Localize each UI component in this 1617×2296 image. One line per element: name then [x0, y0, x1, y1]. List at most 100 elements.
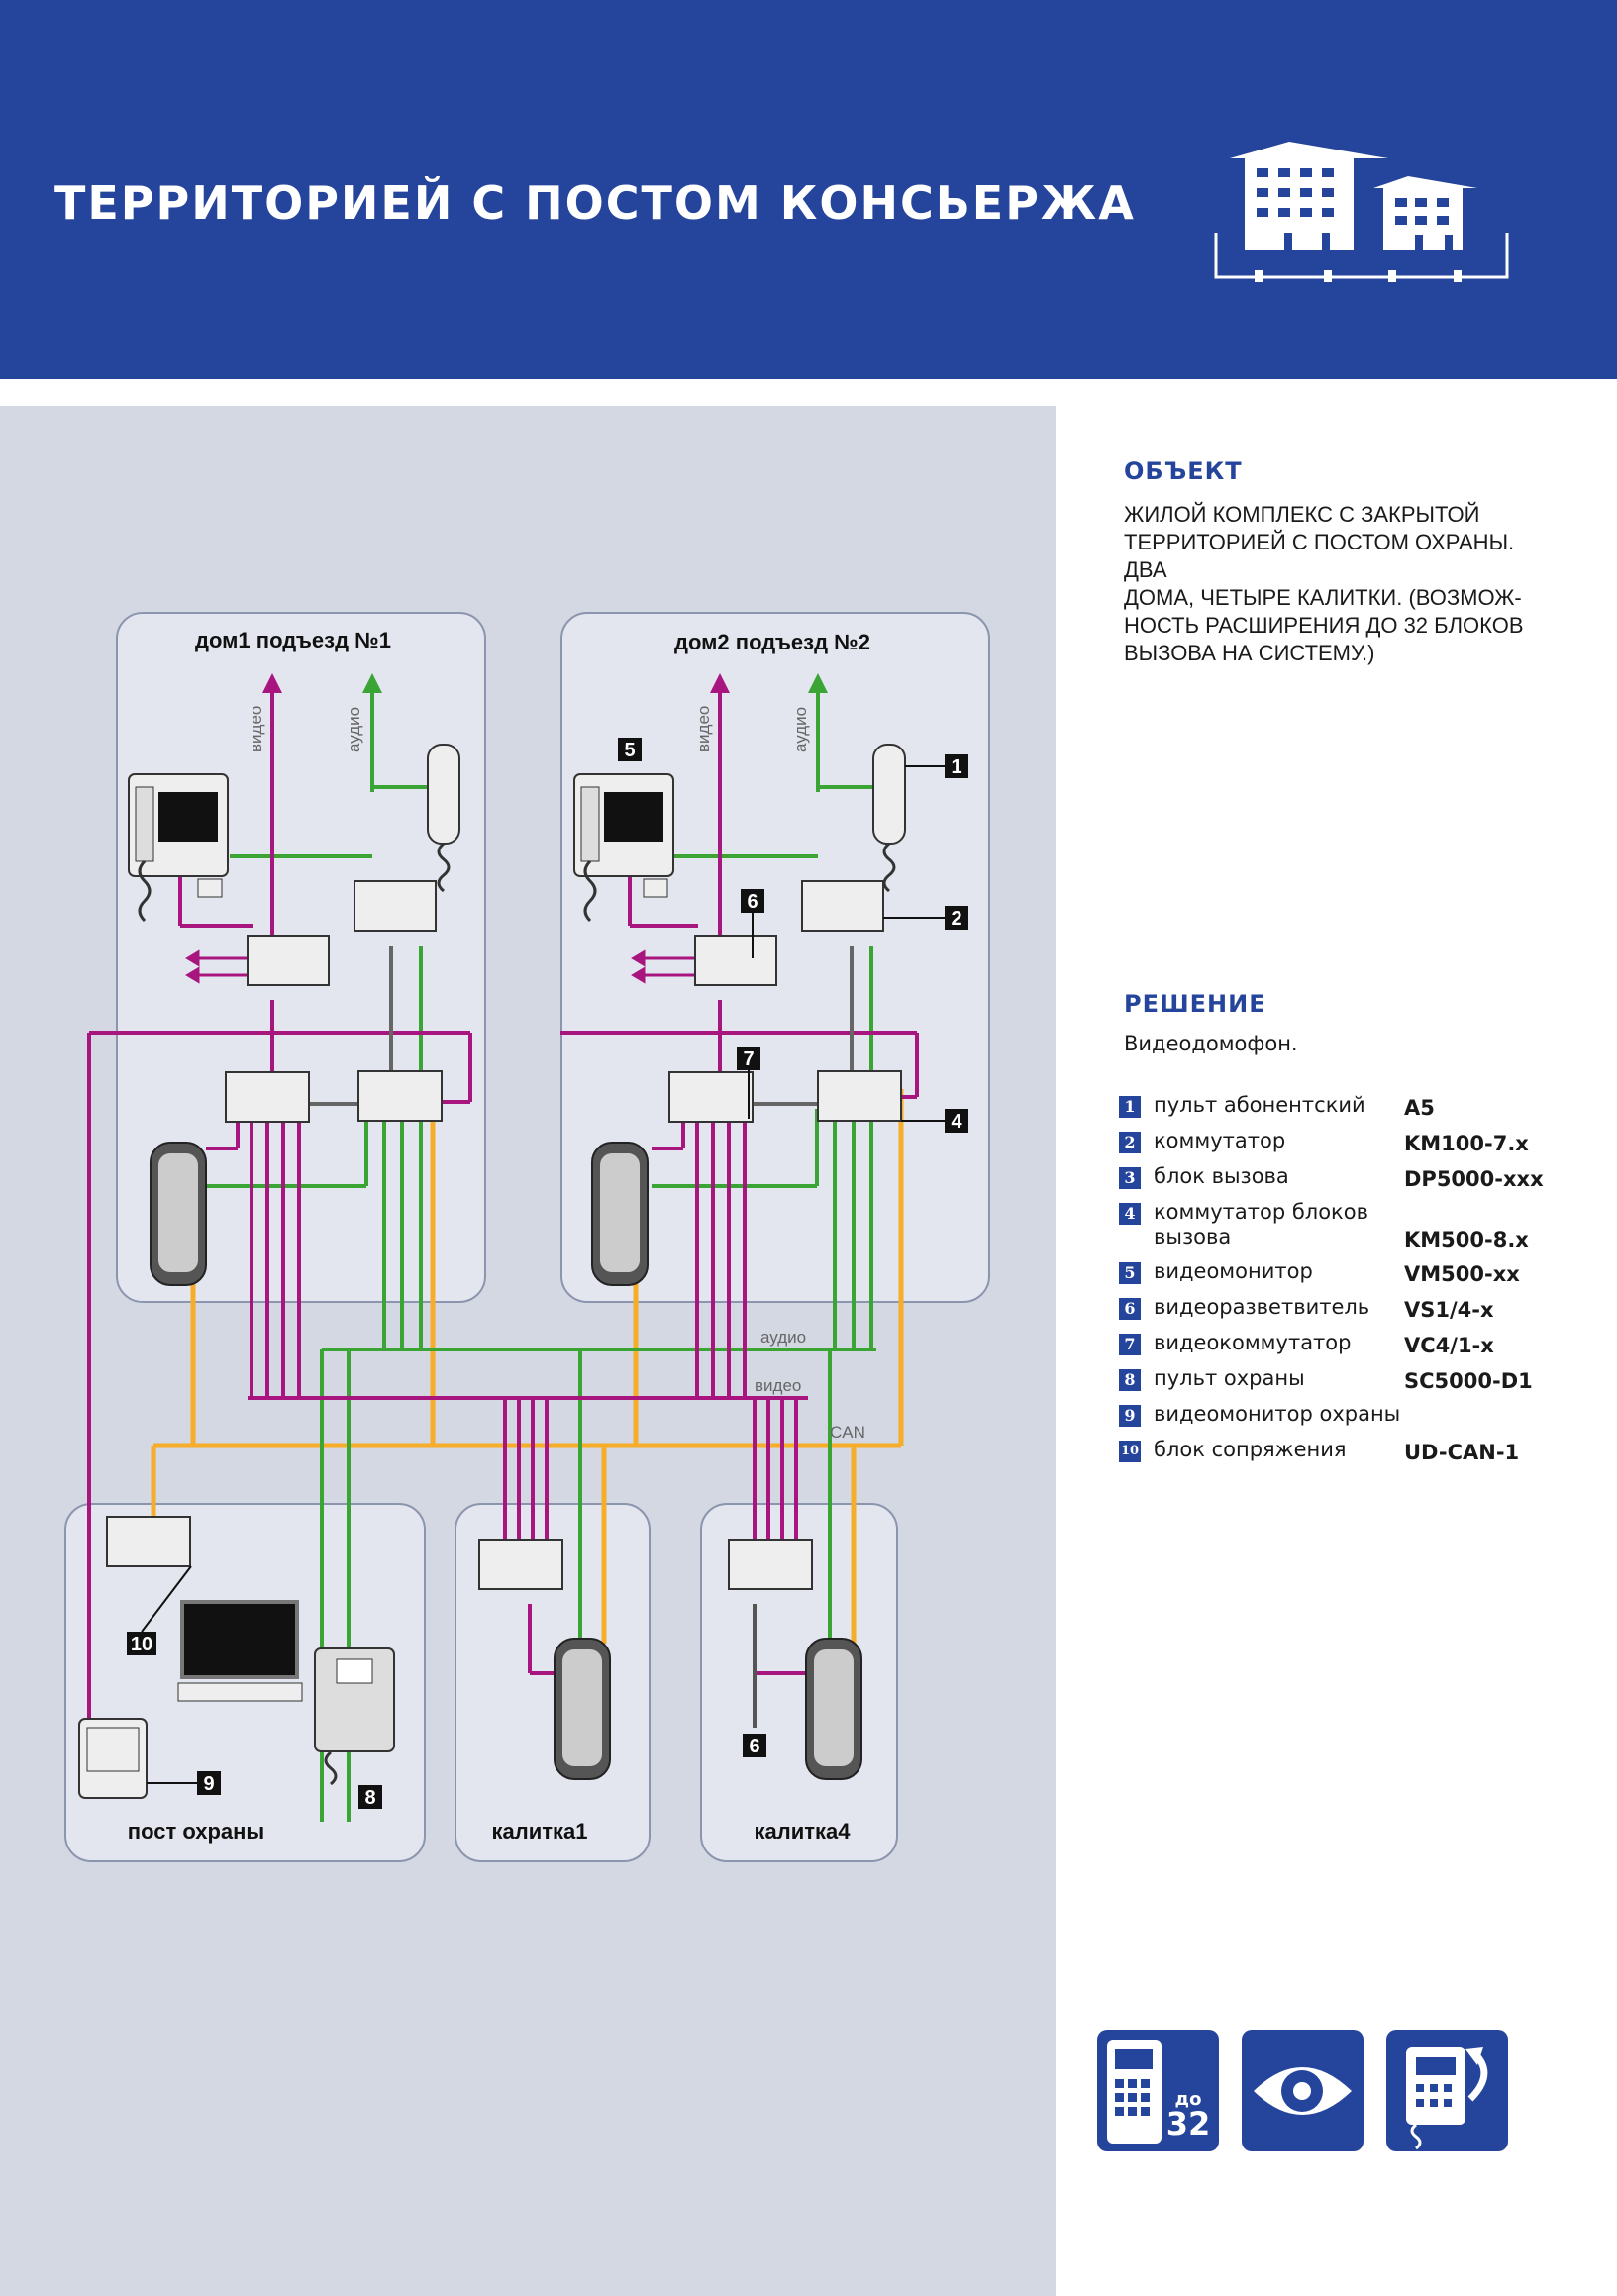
marker-1	[945, 754, 968, 778]
video-monitor-1	[128, 773, 229, 923]
can-bus-label: CAN	[830, 1423, 865, 1442]
handset-return-icon	[1386, 2030, 1508, 2151]
legend-row: 9 видеомонитор охраны	[1119, 1402, 1584, 1438]
legend-name: пульт охраны	[1154, 1366, 1305, 1390]
splitter-arrows	[185, 949, 698, 984]
legend-name: видеокоммутатор	[1154, 1331, 1352, 1354]
marker-9	[197, 1771, 221, 1795]
marker-1-text: 1	[951, 756, 961, 778]
video-wires	[87, 678, 919, 1733]
zone-gate1-label: калитка1	[491, 1819, 587, 1844]
legend-model: DP5000-xxx	[1404, 1167, 1544, 1191]
legend-number: 5	[1119, 1262, 1141, 1284]
legend-model: KM500-8.x	[1404, 1228, 1529, 1251]
marker-9-text: 9	[203, 1773, 214, 1795]
solution-heading: РЕШЕНИЕ	[1124, 990, 1266, 1018]
legend-number: 6	[1119, 1298, 1141, 1320]
legend-name: пульт абонентский	[1154, 1093, 1365, 1117]
legend-number: 2	[1119, 1132, 1141, 1153]
legend-model: A5	[1404, 1096, 1435, 1120]
legend-row: 2 коммутатор KM100-7.x	[1119, 1129, 1584, 1164]
legend-row: 8 пульт охраны SC5000-D1	[1119, 1366, 1584, 1402]
handset-2	[872, 744, 906, 893]
legend-model: SC5000-D1	[1404, 1369, 1533, 1393]
marker-7-text: 7	[743, 1048, 754, 1070]
marker-6b	[743, 1734, 766, 1757]
legend-name: видеомонитор охраны	[1154, 1402, 1401, 1426]
marker-10	[127, 1632, 156, 1655]
zone-guard-label: пост охраны	[128, 1819, 264, 1844]
eye-icon	[1242, 2030, 1364, 2151]
zone-house1-label: дом1 подъезд №1	[195, 628, 391, 652]
audio-label-2: аудио	[791, 707, 810, 752]
marker-6a-text: 6	[747, 891, 758, 913]
gate1-splitter	[478, 1539, 563, 1590]
legend-name: блок вызова	[1154, 1164, 1289, 1188]
guard-console-8	[314, 1647, 395, 1786]
count-prefix: до	[1175, 2089, 1202, 2110]
wiring-diagram: дом1 подъезд №1 дом2 подъезд №2 пост охр…	[64, 612, 990, 1862]
legend-model: UD-CAN-1	[1404, 1441, 1520, 1464]
call-panels-count-icon: до 32	[1097, 2030, 1219, 2151]
interface-box-10	[106, 1516, 191, 1567]
legend-row: 10 блок сопряжения UD-CAN-1	[1119, 1438, 1584, 1473]
legend-row: 6 видеоразветвитель VS1/4-x	[1119, 1295, 1584, 1331]
handset-1	[427, 744, 460, 893]
legend-row: 1 пульт абонентский A5	[1119, 1093, 1584, 1129]
marker-8-text: 8	[364, 1787, 375, 1809]
gate4-splitter	[728, 1539, 813, 1590]
video-monitor-2	[573, 773, 674, 923]
legend-name: видеомонитор	[1154, 1259, 1313, 1283]
legend-name: блок сопряжения	[1154, 1438, 1347, 1461]
marker-5-text: 5	[624, 740, 635, 761]
legend-number: 7	[1119, 1334, 1141, 1355]
guard-pc-monitor	[177, 1600, 303, 1702]
switch-box	[225, 880, 443, 1123]
gray-links	[309, 946, 854, 1728]
marker-8	[358, 1785, 382, 1809]
marker-5	[618, 738, 642, 761]
marker-7	[737, 1047, 760, 1070]
video-label-2: видео	[694, 706, 713, 752]
legend-row: 3 блок вызова DP5000-xxx	[1119, 1164, 1584, 1200]
diagram-panel: дом1 подъезд №1 дом2 подъезд №2 пост охр…	[0, 406, 1056, 2296]
marker-6a	[741, 889, 764, 913]
legend-name: коммутатор блоков вызова	[1154, 1200, 1368, 1248]
legend-number: 10	[1119, 1441, 1141, 1462]
legend-name: видеоразветвитель	[1154, 1295, 1370, 1319]
buildings-icon	[1214, 142, 1509, 282]
count-value: 32	[1166, 2105, 1211, 2143]
legend-row: 7 видеокоммутатор VC4/1-x	[1119, 1331, 1584, 1366]
legend-number: 1	[1119, 1096, 1141, 1118]
audio-bus-label: аудио	[760, 1328, 806, 1347]
call-panel-1	[150, 1142, 207, 1286]
zone-gate4-label: калитка4	[754, 1819, 851, 1844]
riser-arrows	[262, 673, 828, 693]
legend-model: KM100-7.x	[1404, 1132, 1529, 1155]
marker-2-text: 2	[951, 908, 961, 930]
zone-house2-label: дом2 подъезд №2	[674, 630, 870, 654]
call-panel-2	[591, 1142, 649, 1286]
page-title: ТЕРРИТОРИЕЙ С ПОСТОМ КОНСЬЕРЖА	[54, 176, 1136, 230]
audio-label-1: аудио	[345, 707, 363, 752]
solution-description: Видеодомофон.	[1124, 1032, 1298, 1055]
gate4-call-panel	[805, 1638, 862, 1780]
legend-model: VM500-xx	[1404, 1262, 1520, 1286]
legend: 1 пульт абонентский A5 2 коммутатор KM10…	[1119, 1093, 1584, 1473]
object-description: ЖИЛОЙ КОМПЛЕКС С ЗАКРЫТОЙ ТЕРРИТОРИЕЙ С …	[1124, 502, 1524, 665]
legend-number: 9	[1119, 1405, 1141, 1427]
legend-number: 4	[1119, 1203, 1141, 1225]
marker-2	[945, 906, 968, 930]
header-banner: ТЕРРИТОРИЕЙ С ПОСТОМ КОНСЬЕРЖА	[0, 0, 1617, 379]
legend-number: 8	[1119, 1369, 1141, 1391]
legend-model: VC4/1-x	[1404, 1334, 1494, 1357]
object-heading: ОБЪЕКТ	[1124, 457, 1243, 485]
marker-4	[945, 1109, 968, 1133]
gate1-call-panel	[554, 1638, 611, 1780]
marker-6b-text: 6	[749, 1736, 759, 1757]
legend-number: 3	[1119, 1167, 1141, 1189]
video-bus-label: видео	[755, 1376, 801, 1395]
video-label-1: видео	[247, 706, 265, 752]
legend-model: VS1/4-x	[1404, 1298, 1494, 1322]
marker-10-text: 10	[131, 1634, 152, 1655]
